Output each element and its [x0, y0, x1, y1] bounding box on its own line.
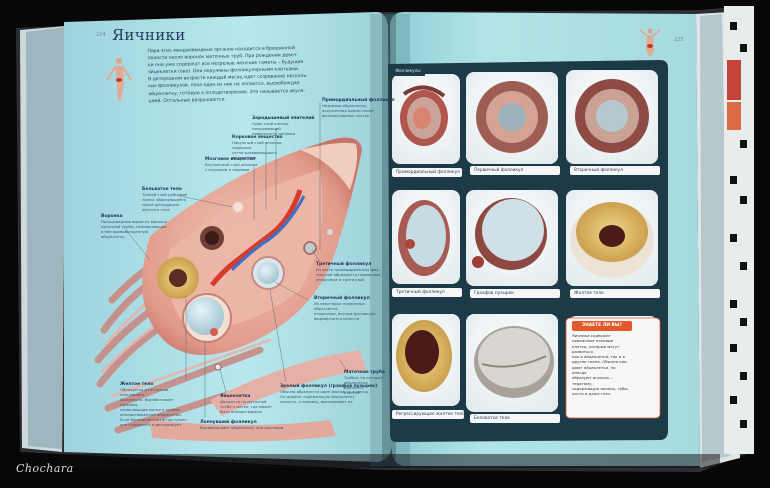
callout-text: после деградации	[142, 202, 180, 207]
callout-text: Из части примордиальных фол-	[316, 267, 380, 272]
callout-text: желтого тела	[142, 207, 170, 212]
right-page-number: 225	[674, 37, 684, 43]
callout-text: фолликула. Вырабатывает гормоны,	[120, 397, 174, 407]
callout-head: Зрелый фолликул (граафов пузырек)	[280, 384, 378, 389]
fact-box-title: ЗНАЕТЕ ЛИ ВЫ?	[572, 321, 632, 331]
ovary-illustration	[94, 137, 366, 442]
fact-line: Яичники содержат первичные половые	[572, 333, 614, 344]
callout-secondary-follicle: Вторичный фолликул Из некоторых первичны…	[314, 296, 382, 321]
callout-head: Третичный фолликул	[316, 262, 372, 267]
callout-text: Он держит содержащую яйцеклетку	[280, 394, 355, 399]
callout-text: яйцеклетку	[101, 234, 125, 239]
stage-caption: Граафов пузырек	[470, 289, 560, 298]
fact-line: клетки, которые могут развиться	[572, 343, 620, 354]
callout-text: Обычно образуется один фолликул в месяц.	[280, 389, 370, 394]
callout-text: позволяющие матке к приему	[120, 407, 181, 412]
stage-caption: Беловатое тело	[470, 414, 560, 423]
callout-primordial-follicle: Примордиальный фолликул Незрелая яйцекле…	[322, 98, 395, 118]
callout-text: вторичные и третичные	[316, 277, 365, 282]
callout-text: оно сжимается и деградирует.	[120, 422, 183, 427]
callout-ruptured-follicle: Лопнувший фолликул Высвобождает яйцеклет…	[200, 420, 290, 430]
callout-head: Воронка	[101, 214, 123, 219]
fact-line: кости и даже глаз.	[572, 391, 612, 397]
callout-head: Мозговое вещество	[205, 157, 256, 162]
callout-text: формируются полости	[314, 316, 360, 321]
callout-text: сотни развивающихся фолликулов	[232, 150, 277, 160]
stage-caption: Первичный фолликул	[470, 166, 560, 175]
callout-egg-cell: Яйцеклетка Движется по маточной трубе к …	[220, 394, 276, 414]
fact-line: как в яйцеклетки, так и в	[572, 354, 625, 360]
callout-head: Яйцеклетка	[220, 394, 251, 399]
page-title: Яичники	[112, 26, 186, 44]
callout-head: Зародышевый эпителий	[252, 116, 315, 121]
callout-text: маточной трубы, направляющие	[101, 224, 167, 229]
callout-text: фолликулярных клеток	[322, 113, 370, 118]
callout-text: Из некоторых первичных образуются	[314, 301, 365, 311]
callout-head: Корковое вещество	[232, 135, 283, 140]
callout-text: Внутренний слой яичника	[205, 162, 258, 167]
callout-text: окруженная одним слоем	[322, 108, 374, 113]
callout-text: Один слой клеток, покрывающий	[252, 121, 290, 131]
callout-infundibulum: Воронка Пальцевидные выросты воронки мат…	[101, 214, 173, 239]
callout-text: Образуется из остатков лопнувшего	[120, 387, 169, 397]
intro-paragraph: Пара этих миндалевидных органов находитс…	[147, 44, 358, 105]
stage-caption: Вторичный фолликул	[570, 166, 660, 175]
callout-germinal-epithelium: Зародышевый эпителий Один слой клеток, п…	[252, 116, 318, 136]
watermark-signature: Chochara	[16, 462, 74, 475]
callout-text: поверхность яичника	[252, 131, 296, 136]
callout-text: с сосудами и нервами	[205, 167, 250, 172]
fact-line: дают яйцеклетки, но иногда	[572, 364, 616, 376]
callout-text: вторичные, внутри фолликула	[314, 311, 376, 316]
callout-text: быть оплодотворена	[220, 409, 262, 414]
callout-text: к матке	[344, 390, 360, 395]
callout-head: Примордиальный фолликул	[322, 98, 395, 103]
body-figure-icon-right	[639, 28, 661, 56]
section-tab: Фолликулы	[391, 66, 425, 76]
fact-line: содержащую волосы, зубы,	[572, 385, 629, 391]
fact-line: другие ткани. Обычно они	[572, 359, 627, 365]
callout-head: Вторичный фолликул	[314, 296, 370, 301]
body-figure-icon	[106, 58, 132, 100]
callout-text: в нее высвобожденную	[101, 229, 149, 234]
stage-caption: Примордиальный фолликул	[392, 168, 462, 177]
callout-tertiary-follicle: Третичный фолликул Из части примордиальн…	[316, 262, 382, 282]
callout-medulla: Мозговое вещество Внутренний слой яичник…	[205, 157, 267, 172]
callout-text: Высвобождает яйцеклетку при овуляции	[200, 425, 284, 430]
callout-text: Пальцевидные выросты воронки	[101, 219, 168, 224]
callout-text: Наружный слой яичника, содержит	[232, 140, 283, 150]
callout-uterine-tube: Маточная труба Трубка, по которой яйцекл…	[344, 370, 385, 395]
callout-head: Бельватое тело	[142, 187, 182, 192]
callout-corpus-albicans: Бельватое тело Тонкий слой рубцовой ткан…	[142, 187, 204, 212]
stage-caption: Регрессирующее желтое тело	[392, 410, 464, 419]
callout-head: Лопнувший фолликул	[200, 420, 257, 425]
callout-text: яйцеклетка движется	[344, 380, 368, 390]
callout-text: Тонкий слой рубцовой	[142, 192, 188, 197]
callout-text: Незрелая яйцеклетка,	[322, 103, 367, 108]
callout-cortex: Корковое вещество Наружный слой яичника,…	[232, 135, 298, 160]
callout-text: полость, а лопаясь, выталкивает ее	[280, 399, 353, 404]
callout-text: Трубка, по которой	[344, 375, 383, 380]
callout-text: оплодотворенной яйцеклетки.	[120, 412, 182, 417]
callout-text: Движется по маточной	[220, 399, 267, 404]
fact-line: образуют опухоль – тератому,	[572, 375, 613, 386]
callout-head: Маточная труба	[344, 370, 385, 375]
stage-caption: Желтое тело	[570, 289, 660, 298]
callout-text: ткани, образующейся	[142, 197, 186, 202]
callout-text: ликулов образуются первичные,	[316, 272, 382, 277]
fact-box-body: Яичники содержат первичные половые клетк…	[572, 333, 630, 397]
left-page-number: 224	[96, 32, 106, 38]
callout-head: Желтое тело	[120, 382, 154, 387]
callout-text: Если беременность не наступает,	[120, 417, 189, 422]
callout-mature-follicle: Зрелый фолликул (граафов пузырек) Обычно…	[280, 384, 378, 404]
callout-corpus-luteum: Желтое тело Образуется из остатков лопну…	[120, 382, 190, 427]
stage-caption: Третичный фолликул	[392, 288, 462, 297]
callout-text: трубе к матке, где может	[220, 404, 273, 409]
